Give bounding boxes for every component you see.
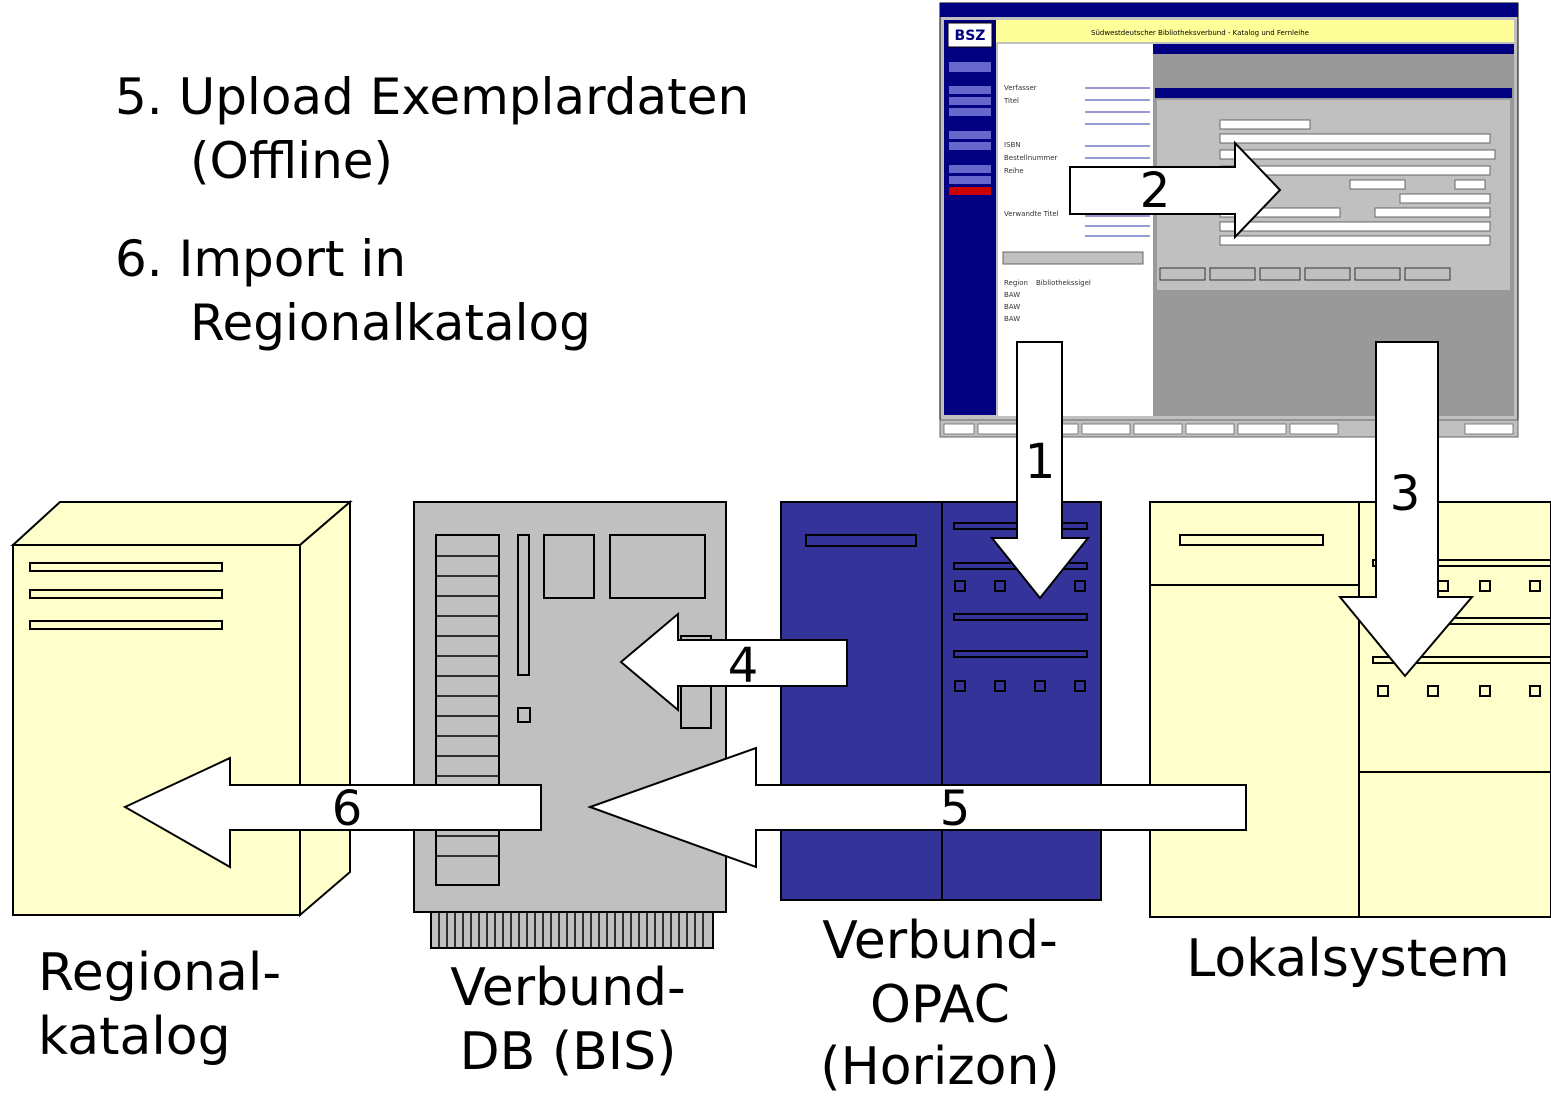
label-verbund-db-line1: Verbund- xyxy=(450,958,686,1018)
label-verbund-db-line2: DB (BIS) xyxy=(459,1022,677,1082)
label-verbund-opac-line1: Verbund- xyxy=(822,911,1058,971)
arrow-5-label: 5 xyxy=(940,781,971,837)
server-regionalkatalog xyxy=(10,499,353,918)
arrow-5 xyxy=(587,746,1247,869)
arrow-6-label: 6 xyxy=(332,781,363,837)
arrow-2 xyxy=(1069,140,1282,240)
table-cell: BAW xyxy=(1004,315,1020,323)
table-header: Region xyxy=(1004,279,1028,287)
step6-line1: 6. Import in xyxy=(115,230,407,288)
label-regional-line1: Regional- xyxy=(38,943,282,1003)
arrow-4-label: 4 xyxy=(728,638,759,694)
server-lokalsystem xyxy=(1149,501,1551,918)
field-label: Bestellnummer xyxy=(1004,154,1058,162)
bsz-logo: BSZ xyxy=(955,28,986,44)
field-label: Reihe xyxy=(1004,167,1024,175)
table-header: Bibliothekssigel xyxy=(1036,279,1091,287)
label-lokalsystem: Lokalsystem xyxy=(1186,929,1510,989)
label-verbund-opac-line2: OPAC xyxy=(870,975,1010,1035)
arrow-4 xyxy=(619,611,848,713)
server-verbund-db xyxy=(413,501,727,949)
screenshot-banner: Südwestdeutscher Bibliotheksverbund - Ka… xyxy=(1091,29,1309,37)
arrow-3 xyxy=(1337,341,1475,678)
table-cell: BAW xyxy=(1004,291,1020,299)
step5-line2: (Offline) xyxy=(190,132,394,190)
step6-line2: Regionalkatalog xyxy=(190,294,591,352)
label-regional-line2: katalog xyxy=(38,1007,231,1067)
arrow-3-label: 3 xyxy=(1390,466,1421,522)
arrow-1 xyxy=(989,341,1091,600)
field-label: Verwandte Titel xyxy=(1004,210,1059,218)
arrow-6 xyxy=(122,756,542,869)
table-cell: BAW xyxy=(1004,303,1020,311)
label-verbund-opac-line3: (Horizon) xyxy=(820,1037,1060,1097)
arrow-1-label: 1 xyxy=(1025,434,1056,490)
arrow-2-label: 2 xyxy=(1140,163,1171,219)
field-label: Verfasser xyxy=(1004,84,1037,92)
step5-line1: 5. Upload Exemplardaten xyxy=(115,68,750,126)
field-label: Titel xyxy=(1003,97,1019,105)
field-label: ISBN xyxy=(1004,141,1021,149)
